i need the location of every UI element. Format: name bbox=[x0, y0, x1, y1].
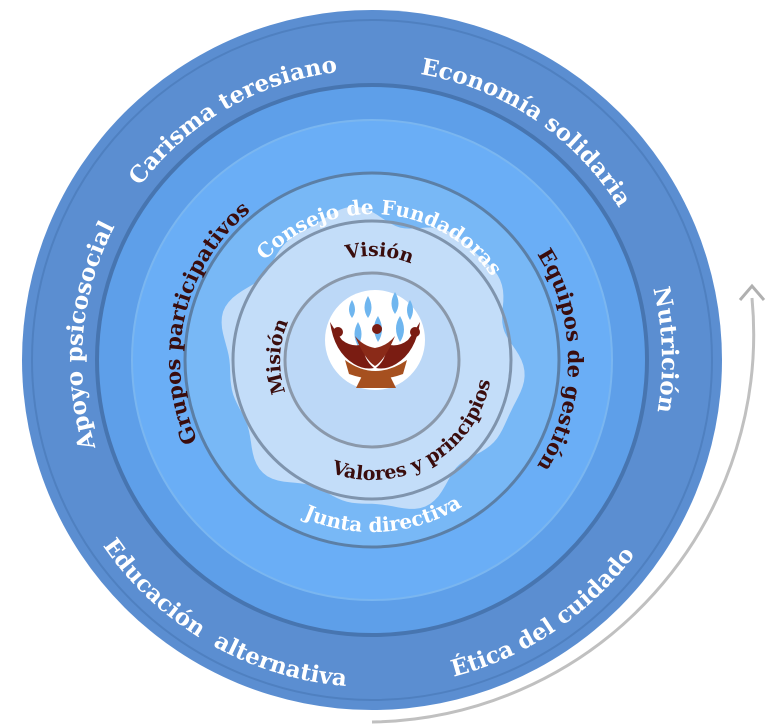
ring-line bbox=[231, 219, 513, 501]
organization-logo bbox=[330, 292, 420, 388]
circular-arrow-icon bbox=[371, 283, 766, 724]
ring-line bbox=[31, 19, 713, 701]
